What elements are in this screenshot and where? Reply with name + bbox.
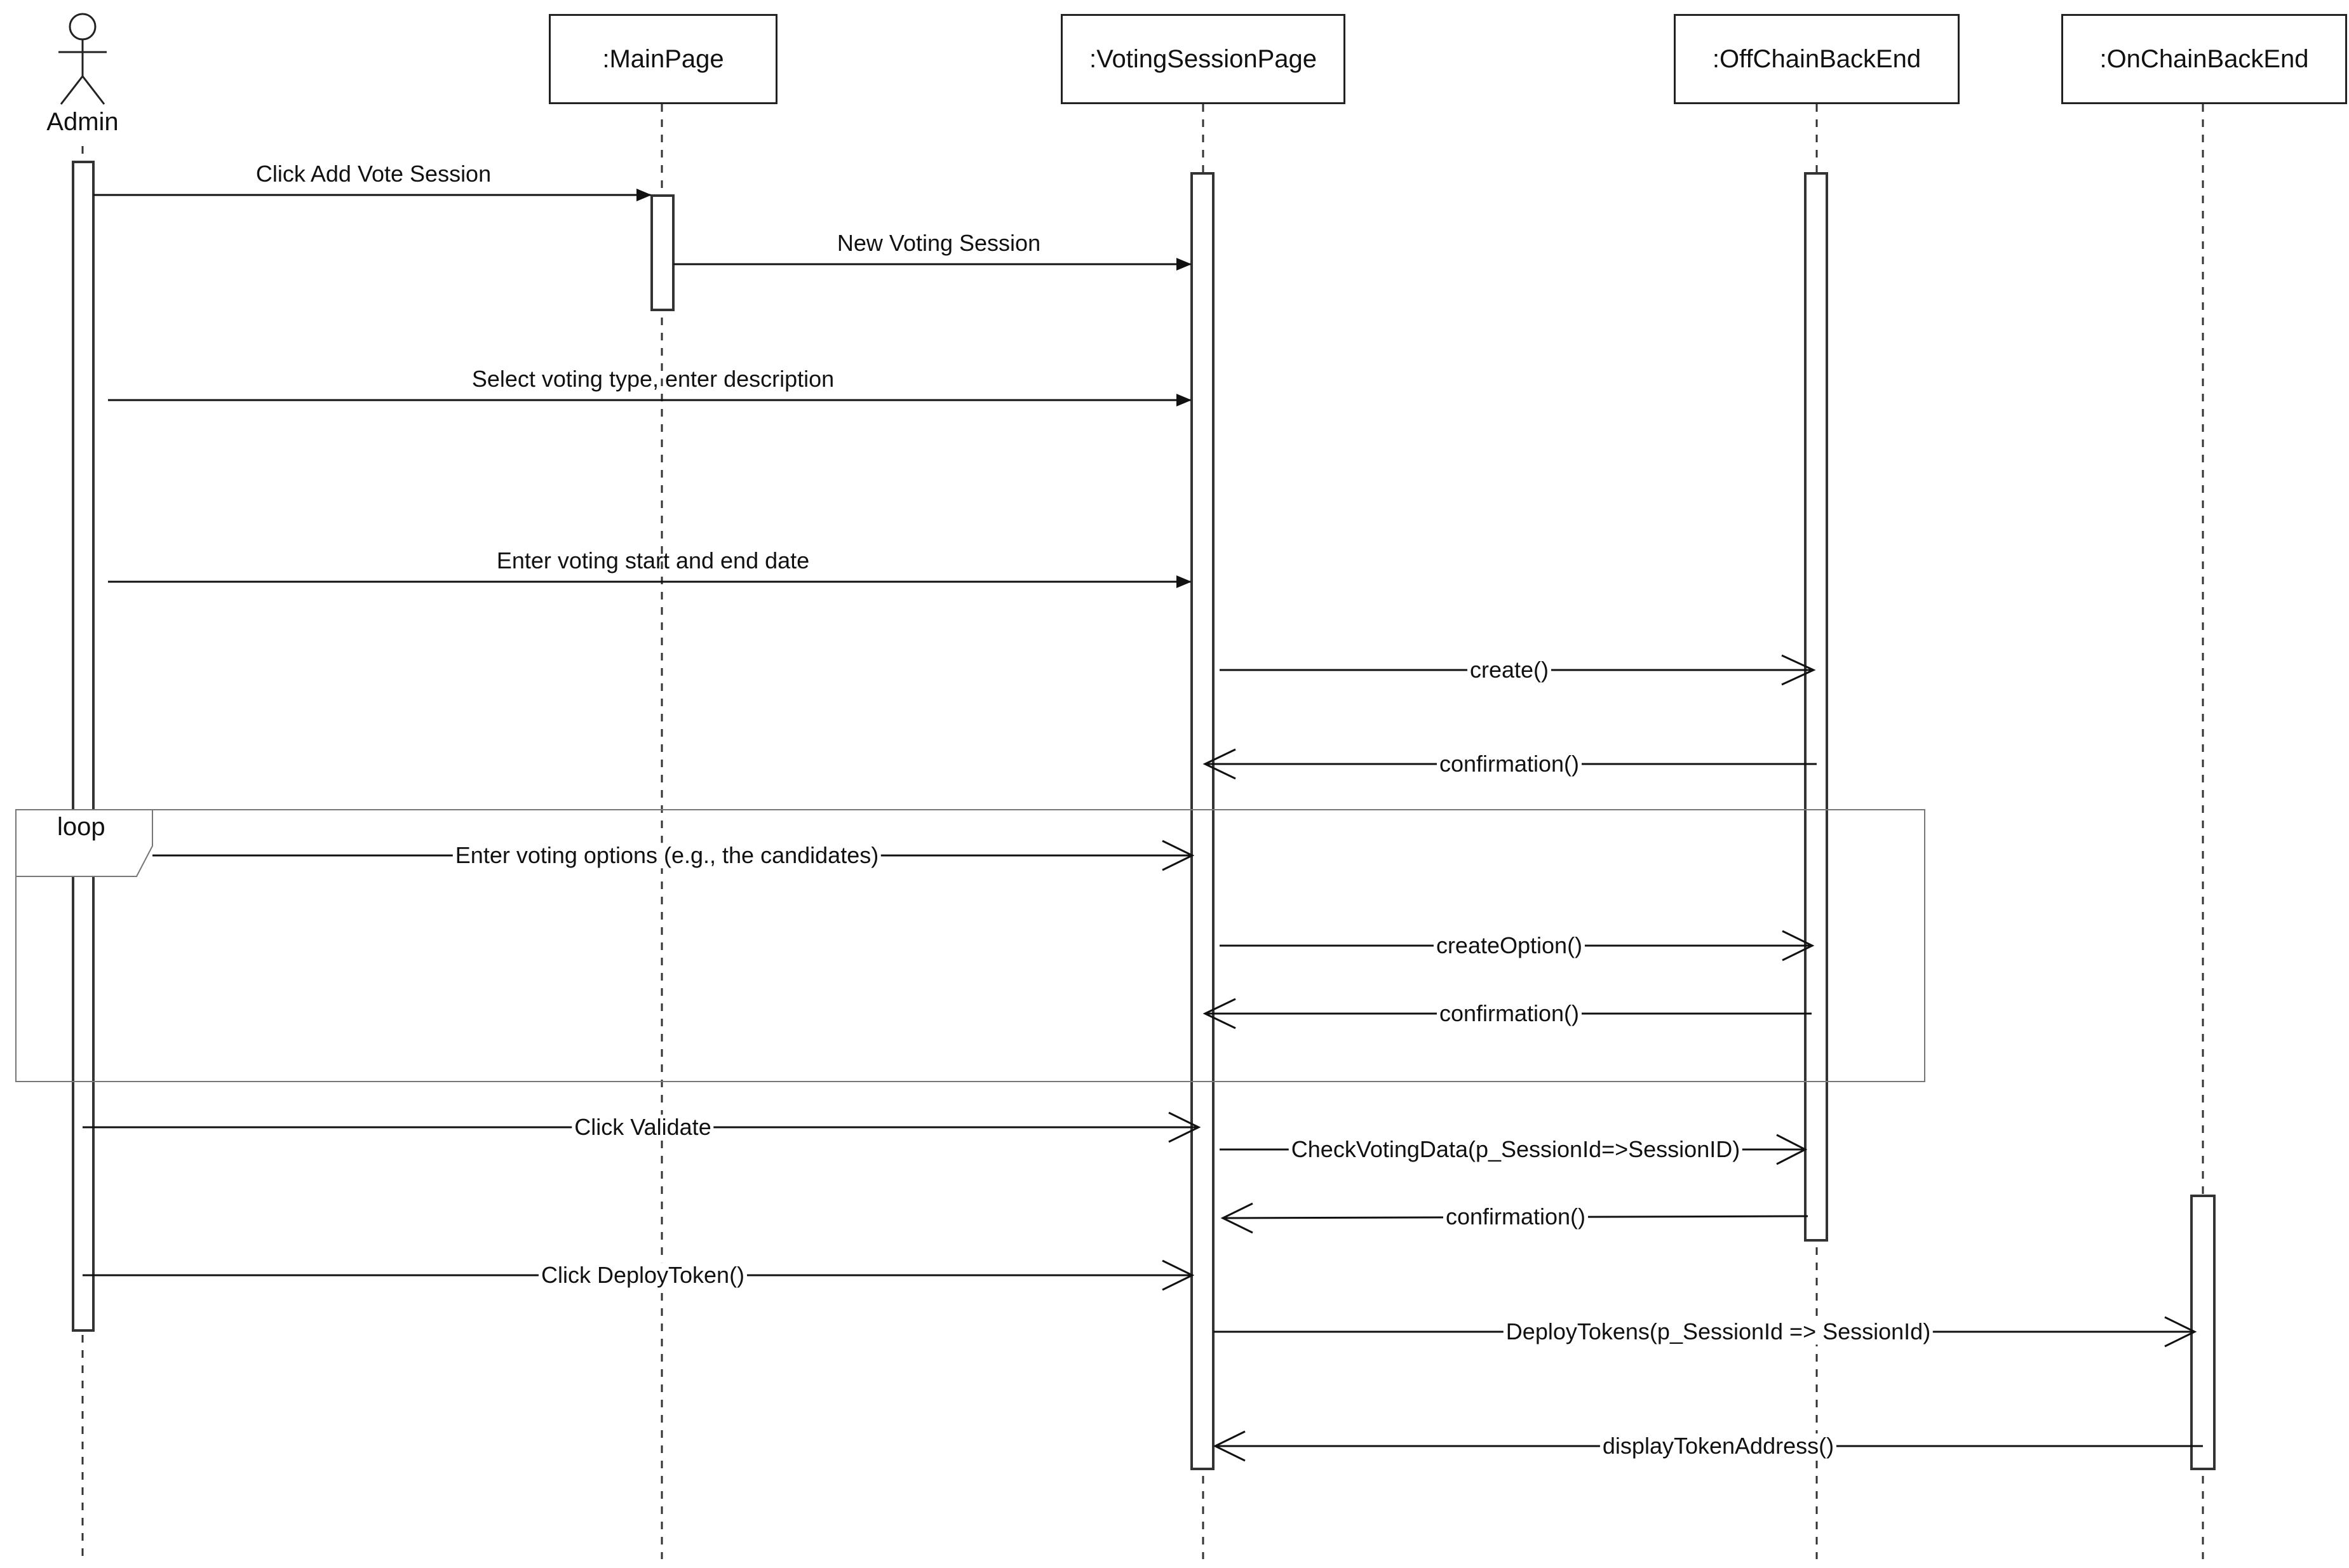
open-arrowhead-m15 [1213,1430,1246,1462]
loop-label: loop [57,813,105,841]
message-label-m5: create() [1467,657,1552,683]
message-label-m6: confirmation() [1436,751,1582,777]
open-arrowhead-m11 [1776,1134,1808,1165]
open-arrowhead-m5 [1781,654,1816,686]
message-label-m8: createOption() [1433,933,1585,958]
message-label-m1: Click Add Vote Session [255,161,492,187]
participant-votingsessionpage: :VotingSessionPage [1061,14,1345,104]
actor-label-admin: Admin [46,108,119,136]
open-arrowhead-m14 [2164,1316,2197,1348]
activation-bars [72,161,2216,1470]
admin-actor-icon [58,13,107,105]
open-arrowhead-m8 [1782,930,1815,962]
message-label-m7: Enter voting options (e.g., the candidat… [452,843,882,868]
message-label-m14: DeployTokens(p_SessionId => SessionId) [1503,1319,1934,1344]
message-label-m11: CheckVotingData(p_SessionId=>SessionID) [1288,1137,1743,1162]
activation-votingsessionpage [1190,172,1215,1470]
message-label-m10: Click Validate [572,1115,714,1140]
open-arrowhead-m6 [1202,748,1236,780]
open-arrowhead-m9 [1202,998,1236,1029]
message-label-m2: New Voting Session [837,230,1041,257]
message-label-m12: confirmation() [1443,1204,1589,1230]
participant-onchainbackend: :OnChainBackEnd [2061,14,2347,104]
message-arrows [83,189,2203,1462]
message-label-m3: Select voting type, enter description [471,366,835,392]
open-arrowhead-m7 [1162,840,1195,871]
loop-fragment [15,809,1925,1082]
activation-mainpage [650,194,675,311]
participant-offchainbackend: :OffChainBackEnd [1674,14,1960,104]
message-label-m9: confirmation() [1436,1001,1582,1026]
loop-frame [15,809,1925,1082]
participant-mainpage: :MainPage [549,14,777,104]
message-label-m15: displayTokenAddress() [1599,1433,1837,1459]
open-arrowhead-m10 [1168,1111,1201,1143]
message-label-m4: Enter voting start and end date [496,547,810,574]
open-arrowhead-m12 [1220,1202,1253,1234]
loop-label-tab [15,809,153,877]
activation-offchainbackend [1804,172,1828,1242]
open-arrowhead-m13 [1162,1259,1195,1291]
message-label-m13: Click DeployToken() [538,1263,748,1288]
activation-admin [72,161,95,1332]
